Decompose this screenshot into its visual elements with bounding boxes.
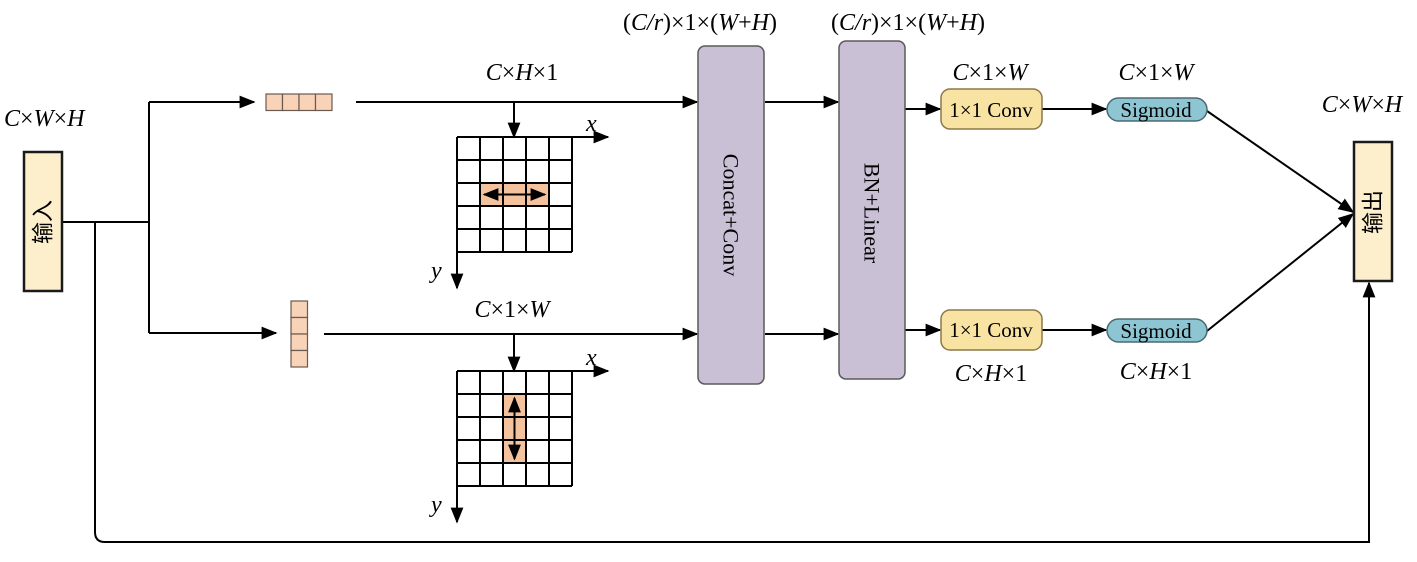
connectors: [62, 95, 1376, 543]
bottom-pool-dim: C×1×W: [474, 297, 551, 323]
output-box: [1352, 140, 1394, 283]
top-feature-grid: xy: [429, 111, 610, 290]
input-dim: C×W×H: [4, 106, 86, 132]
input-box: [22, 150, 64, 293]
top-grid-y-label: y: [429, 258, 442, 284]
bn-linear-box: [838, 40, 906, 380]
bottom-sigmoid-box: [1106, 318, 1208, 343]
bn-linear-block: BN+Linear (C/r)×1×(W+H): [831, 10, 985, 380]
top-grid-x-label: x: [585, 111, 597, 137]
bottom-sigmoid-dim: C×H×1: [1120, 359, 1192, 385]
top-conv-dim: C×1×W: [952, 60, 1029, 86]
w-pool-cell: [290, 316, 309, 335]
bottom-grid-x-label: x: [585, 345, 597, 371]
input-block: 输入 C×W×H: [4, 106, 86, 293]
output-dim: C×W×H: [1322, 92, 1404, 118]
bottom-sigmoid-label: Sigmoid: [1120, 319, 1192, 343]
output-block: C×W×H 输出: [1322, 92, 1404, 283]
w-pool-vector: [290, 300, 309, 368]
w-pool-cell: [290, 333, 309, 352]
bottom-feature-grid: xy: [429, 345, 610, 524]
output-label: 输出: [1361, 190, 1386, 234]
residual-path: [94, 222, 1376, 543]
bottom-conv-dim: C×H×1: [955, 361, 1027, 387]
bottom-conv-label: 1×1 Conv: [949, 318, 1033, 342]
bottom-conv-box: [940, 309, 1043, 351]
arrow-sigmoid-to-output-top: [1206, 110, 1355, 213]
bottom-head: 1×1 Conv C×H×1 Sigmoid C×H×1: [940, 309, 1208, 387]
concat-conv-box: [697, 45, 765, 385]
h-pool-cell: [281, 93, 300, 112]
h-pool-cell: [314, 93, 333, 112]
top-head: C×1×W 1×1 Conv C×1×W Sigmoid: [940, 60, 1208, 130]
arrow-sigmoid-to-output-bottom: [1206, 212, 1355, 332]
h-pool-cell: [298, 93, 317, 112]
bn-linear-dim: (C/r)×1×(W+H): [831, 10, 985, 36]
top-sigmoid-box: [1106, 97, 1208, 122]
w-pool-cell: [290, 349, 309, 368]
top-conv-label: 1×1 Conv: [949, 98, 1033, 122]
top-sigmoid-dim: C×1×W: [1118, 60, 1195, 86]
bn-linear-label: BN+Linear: [860, 163, 885, 264]
top-pool-dim: C×H×1: [486, 60, 558, 86]
w-pool-cell: [290, 300, 309, 319]
concat-conv-block: Concat+Conv (C/r)×1×(W+H): [623, 10, 777, 385]
top-sigmoid-label: Sigmoid: [1120, 98, 1192, 122]
concat-conv-dim: (C/r)×1×(W+H): [623, 10, 777, 36]
top-conv-box: [940, 88, 1043, 130]
h-pool-cell: [265, 93, 284, 112]
concat-conv-label: Concat+Conv: [719, 154, 744, 276]
input-label: 输入: [31, 200, 56, 244]
bottom-grid-y-label: y: [429, 492, 442, 518]
h-pool-vector: [265, 93, 333, 112]
